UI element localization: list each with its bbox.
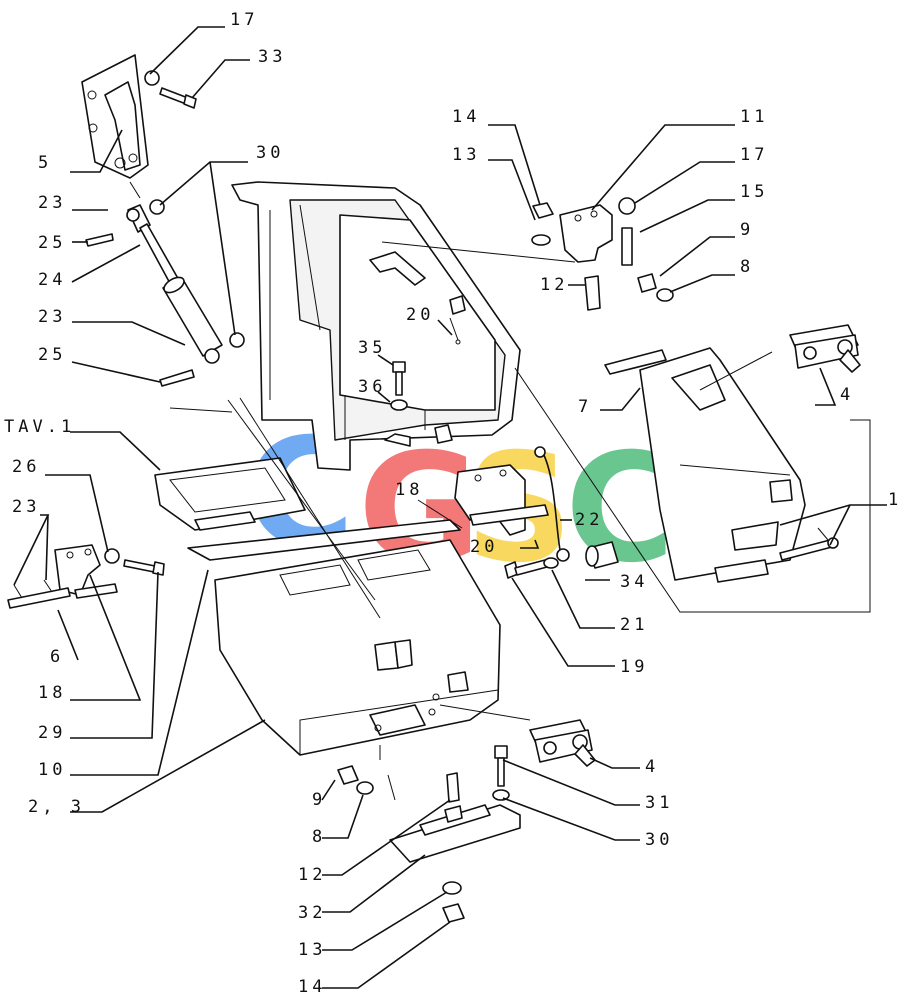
label-13-top: 13 xyxy=(452,145,480,165)
label-24: 24 xyxy=(38,270,66,290)
label-30-top: 30 xyxy=(256,143,284,163)
label-11: 11 xyxy=(740,107,768,127)
label-2-3: 2, 3 xyxy=(28,797,85,817)
label-18-left: 18 xyxy=(38,683,66,703)
label-4-bottom: 4 xyxy=(645,757,659,777)
washer-bottom xyxy=(442,881,462,895)
label-9-top: 9 xyxy=(740,220,754,240)
label-4-top: 4 xyxy=(840,385,854,405)
hinge-pin-right xyxy=(779,527,839,561)
gas-strut xyxy=(85,199,245,387)
check-cable xyxy=(539,447,561,551)
label-9-bottom: 9 xyxy=(312,790,326,810)
nut-washer-lower xyxy=(337,765,374,795)
hinge-lower-left xyxy=(7,544,165,609)
label-14-bottom: 14 xyxy=(298,977,326,997)
label-14-top: 14 xyxy=(452,107,480,127)
label-22: 22 xyxy=(575,510,603,530)
label-13-bottom: 13 xyxy=(298,940,326,960)
label-20-top: 20 xyxy=(406,305,434,325)
label-19: 19 xyxy=(620,657,648,677)
label-1: 1 xyxy=(888,490,902,510)
label-18-center: 18 xyxy=(395,480,423,500)
link-rod xyxy=(381,241,576,263)
lock-latch-upper xyxy=(789,324,861,373)
upper-right-bracket xyxy=(531,197,674,311)
label-12-top: 12 xyxy=(540,275,568,295)
label-8-top: 8 xyxy=(740,257,754,277)
label-25-b: 25 xyxy=(38,345,66,365)
lower-door-panel xyxy=(187,519,501,756)
label-32: 32 xyxy=(298,903,326,923)
lock-latch-lower xyxy=(529,719,596,767)
cab-frame xyxy=(231,181,521,471)
hinge-bracket-middle xyxy=(454,464,549,536)
label-33: 33 xyxy=(258,47,286,67)
label-21: 21 xyxy=(620,615,648,635)
label-26: 26 xyxy=(12,457,40,477)
leader-lines xyxy=(13,26,887,989)
label-5: 5 xyxy=(38,153,52,173)
bolt-washer-center xyxy=(390,361,408,411)
label-29: 29 xyxy=(38,723,66,743)
bolt-washer-bushing xyxy=(504,541,619,579)
footplate xyxy=(154,457,306,531)
label-23-c: 23 xyxy=(12,497,40,517)
label-17-top: 17 xyxy=(230,10,258,30)
latch-bracket-lower xyxy=(389,772,521,863)
label-34: 34 xyxy=(620,572,648,592)
label-7: 7 xyxy=(578,397,592,417)
label-15: 15 xyxy=(740,182,768,202)
label-35: 35 xyxy=(358,338,386,358)
label-6: 6 xyxy=(50,647,64,667)
label-tav1: TAV.1 xyxy=(4,417,75,437)
label-20-center: 20 xyxy=(470,537,498,557)
label-17-right: 17 xyxy=(740,145,768,165)
bolt-washer-lower xyxy=(492,745,510,801)
hinge-bracket-upper xyxy=(81,54,197,179)
label-23-b: 23 xyxy=(38,307,66,327)
label-12-bottom: 12 xyxy=(298,865,326,885)
label-30-bottom: 30 xyxy=(645,830,673,850)
callout-labels: 17 33 5 30 23 25 24 23 25 TAV.1 26 23 6 … xyxy=(4,10,902,997)
label-8-bottom: 8 xyxy=(312,827,326,847)
door-glass-panel xyxy=(604,347,806,583)
nut-bottom xyxy=(442,903,465,923)
label-10: 10 xyxy=(38,760,66,780)
label-25-a: 25 xyxy=(38,233,66,253)
label-36: 36 xyxy=(358,377,386,397)
label-23-a: 23 xyxy=(38,193,66,213)
label-31: 31 xyxy=(645,793,673,813)
